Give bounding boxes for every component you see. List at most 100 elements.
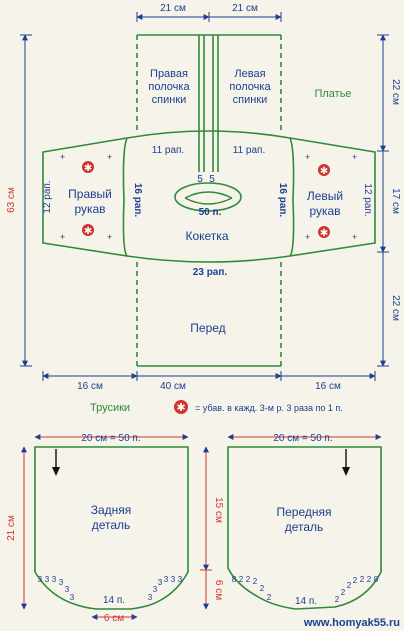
star-icon: ✱ (82, 224, 94, 237)
svg-text:2: 2 (367, 575, 372, 584)
yoke-left-edge (122, 137, 128, 257)
star-icon: ✱ (318, 226, 330, 239)
back-piece-label: деталь (92, 518, 131, 532)
front-piece-label: деталь (285, 520, 324, 534)
bottom-width-center: 40 см (160, 381, 186, 392)
svg-text:3: 3 (153, 585, 158, 594)
svg-text:3: 3 (70, 593, 75, 602)
yoke-sleeve-shape (42, 130, 376, 263)
front-piece-outline (227, 446, 382, 610)
front-decrease-numbers: 8 2 2 2 2 2 2 2 2 2 2 2 8 (232, 575, 379, 604)
yoke-right-edge (289, 137, 295, 257)
sleeve-marks: ++ ++ ++ ++ (60, 152, 357, 242)
front-piece-label: Передняя (276, 505, 331, 519)
svg-text:2: 2 (253, 577, 258, 586)
bottom-width-left: 16 см (77, 381, 103, 392)
yoke-side-right-count: 16 рап. (277, 183, 288, 218)
svg-text:2: 2 (246, 575, 251, 584)
svg-text:2: 2 (239, 575, 244, 584)
svg-text:✱: ✱ (84, 163, 92, 174)
panties-height-upper: 15 см (213, 497, 224, 523)
back-width-label: 20 см = 50 п. (81, 433, 140, 444)
svg-text:3: 3 (38, 575, 43, 584)
svg-text:✱: ✱ (176, 402, 185, 414)
yoke-top-left-count: 11 рап. (152, 145, 184, 156)
watermark-text[interactable]: www.homyak55.ru (303, 617, 400, 629)
svg-text:2: 2 (341, 588, 346, 597)
panties-dimensions (21, 434, 382, 620)
yoke-top-right-count: 11 рап. (233, 145, 265, 156)
svg-text:3: 3 (178, 575, 183, 584)
height-middle: 17 см (390, 188, 401, 214)
yoke-bottom-count: 23 рап. (193, 267, 228, 278)
svg-text:8: 8 (374, 575, 379, 584)
dress-title: Платье (314, 88, 351, 100)
svg-text:2: 2 (347, 581, 352, 590)
neck-left-count: 5 (197, 174, 203, 185)
svg-text:3: 3 (52, 575, 57, 584)
height-top: 22 см (390, 79, 401, 105)
panties-outline (34, 446, 382, 610)
legend-star-icon: ✱ (174, 400, 188, 414)
svg-text:3: 3 (164, 575, 169, 584)
sleeve-end-right-count: 12 рап. (362, 183, 373, 216)
left-back-label: спинки (233, 94, 268, 106)
star-icon: ✱ (318, 164, 330, 177)
front-width-label: 20 см = 50 п. (273, 433, 332, 444)
svg-text:✱: ✱ (84, 226, 92, 237)
svg-text:+: + (107, 152, 112, 162)
right-back-label: полочка (148, 81, 190, 93)
front-label: Перед (190, 321, 225, 335)
back-crotch-count: 14 п. (103, 595, 125, 606)
svg-text:2: 2 (360, 575, 365, 584)
svg-text:3: 3 (45, 575, 50, 584)
svg-text:2: 2 (335, 595, 340, 604)
legend-text: = убав. в кажд. 3-м р. 3 раза по 1 п. (195, 403, 343, 413)
height-bottom: 22 см (390, 295, 401, 321)
dress-outline (42, 34, 376, 367)
svg-text:2: 2 (267, 593, 272, 602)
svg-text:8: 8 (232, 575, 237, 584)
front-crotch-count: 14 п. (295, 596, 317, 607)
svg-text:+: + (352, 152, 357, 162)
width-label: 21 см (232, 3, 258, 14)
yoke-side-left-count: 16 рап. (132, 183, 143, 218)
svg-text:3: 3 (65, 585, 70, 594)
svg-text:3: 3 (171, 575, 176, 584)
left-back-label: полочка (229, 81, 271, 93)
svg-text:+: + (60, 152, 65, 162)
svg-text:+: + (305, 152, 310, 162)
svg-text:✱: ✱ (320, 166, 328, 177)
panties-title: Трусики (90, 402, 130, 414)
svg-text:3: 3 (158, 578, 163, 587)
dress-rotated-texts: 16 рап. 16 рап. 12 рап. 12 рап. 63 см 22… (6, 79, 401, 321)
svg-text:2: 2 (353, 576, 358, 585)
decrease-stars: ✱ ✱ ✱ ✱ (82, 161, 330, 239)
crotch-width-label: 6 см (104, 613, 124, 624)
svg-text:✱: ✱ (320, 228, 328, 239)
knit-direction-arrows (55, 449, 347, 470)
svg-text:3: 3 (148, 593, 153, 602)
neck-right-count: 5 (209, 174, 215, 185)
right-sleeve-label: Правый (68, 187, 112, 201)
arrow-down-icon (52, 467, 60, 476)
right-back-label: Правая (150, 68, 188, 80)
width-label: 21 см (160, 3, 186, 14)
svg-text:+: + (305, 232, 310, 242)
back-piece-label: Задняя (91, 503, 132, 517)
neck-stitch-count: 50 п. (199, 207, 222, 218)
svg-text:3: 3 (59, 578, 64, 587)
panties-texts: 20 см = 50 п. 20 см = 50 п. Задняя детал… (6, 433, 333, 624)
sleeve-end-left-count: 12 рап. (42, 180, 53, 213)
svg-text:2: 2 (260, 584, 265, 593)
back-decrease-numbers: 3 3 3 3 3 3 3 3 3 3 3 3 (38, 575, 183, 602)
svg-text:+: + (107, 232, 112, 242)
panties-height-lower: 6 см (213, 580, 224, 600)
bottom-width-right: 16 см (315, 381, 341, 392)
left-sleeve-label: Левый (307, 189, 343, 203)
left-sleeve-label: рукав (309, 204, 340, 218)
star-icon: ✱ (82, 161, 94, 174)
yoke-label: Кокетка (185, 229, 228, 243)
dress-dimensions (20, 12, 389, 381)
